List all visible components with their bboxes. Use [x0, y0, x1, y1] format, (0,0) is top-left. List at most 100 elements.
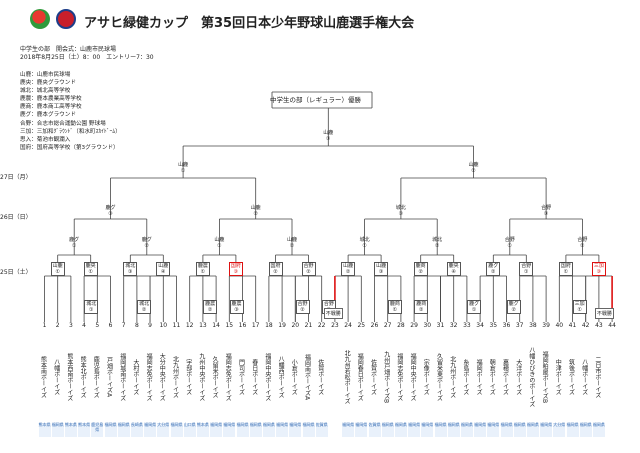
team-number: 13 — [199, 322, 207, 329]
team-name: 戸畑ボーイズA — [105, 356, 113, 398]
venue-legend-item: 思入：菊池市観瀾入 — [20, 136, 71, 143]
team-number: 23 — [331, 322, 339, 329]
venue-name: 山鹿 — [52, 263, 63, 269]
team-prefecture: 福岡県 — [381, 422, 394, 437]
venue-name: 鹿央 — [85, 263, 96, 269]
team-prefecture: 熊本県 — [78, 422, 91, 437]
team-prefecture: 鹿児島県 — [91, 422, 104, 437]
team-number: 30 — [423, 322, 432, 329]
team-number: 14 — [212, 322, 220, 329]
game-number: ② — [345, 269, 351, 275]
venue-name: 鹿グ — [488, 263, 499, 269]
team-number: 11 — [172, 322, 181, 329]
venue-legend-item: 鹿商：鹿本商工高等学校 — [20, 104, 82, 111]
team-prefecture: 福岡県 — [540, 422, 553, 437]
team-number: 4 — [82, 322, 86, 329]
team-number: 16 — [238, 322, 247, 329]
game-number: ④ — [451, 269, 456, 275]
venue-legend-item: 合野：合志市総合運動公園 野球場 — [20, 120, 106, 127]
game-number: ③ — [326, 136, 331, 142]
forfeit-tag: 不戦勝 — [594, 308, 614, 319]
game-number: ③ — [128, 269, 133, 275]
team-number: 31 — [436, 322, 445, 329]
team-number: 24 — [344, 322, 352, 329]
venue-legend-item: 三加：三加和ｸﾞﾗｳﾝﾄﾞ（和水町ｽｶｲﾄﾞｰﾑ） — [20, 128, 121, 135]
team-prefecture: 佐賀県 — [368, 422, 381, 437]
team-prefecture: 福岡県 — [342, 422, 355, 437]
team-prefecture: 福岡県 — [355, 422, 368, 437]
team-name: 大村ボーイズ — [131, 359, 139, 395]
venue-name: 山鹿 — [158, 263, 169, 269]
team-prefecture: 福岡県 — [526, 422, 539, 437]
team-name: 大洋ボーイズ — [514, 359, 522, 395]
venue-name: 山鹿 — [178, 162, 189, 168]
team-number: 28 — [397, 322, 405, 329]
team-name: 朝倉ボーイズ — [488, 359, 496, 395]
team-number: 35 — [489, 322, 498, 329]
team-prefecture: 福岡県 — [104, 422, 117, 437]
venue-name: 城北 — [432, 237, 443, 243]
venue-name: 合野 — [521, 263, 532, 269]
team-prefecture: 熊本県 — [196, 422, 209, 437]
game-number: ③ — [378, 269, 384, 275]
team-number: 9 — [148, 322, 152, 329]
team-entry: 44 — [606, 322, 618, 423]
venue-name: 山鹿 — [250, 205, 261, 211]
game-number: ③ — [108, 211, 113, 217]
division-line: 中学生の部 開会式：山鹿市民球場 — [20, 46, 117, 53]
team-name: 八幡ボーイズ — [52, 359, 60, 395]
team-prefecture: 佐賀県 — [315, 422, 328, 437]
team-prefecture: 福岡県 — [421, 422, 434, 437]
bracket-title: 中学生の部（レギュラー）優勝 — [270, 96, 361, 104]
venue-name: 三加 — [574, 301, 585, 307]
venue-name: 城北 — [359, 237, 370, 243]
team-name: 熊本北ボーイズ — [79, 356, 87, 398]
game-number: ④ — [161, 269, 166, 275]
venue-name: 山鹿 — [468, 162, 479, 168]
team-name: 久留米東ボーイズ — [435, 353, 443, 401]
forfeit-tag: 不戦勝 — [323, 308, 343, 319]
team-name: 九州中央ボーイズ — [197, 353, 205, 401]
game-number: ② — [273, 269, 278, 275]
venue-name: 城北 — [86, 301, 97, 307]
team-prefecture: 福岡県 — [566, 422, 579, 437]
game-number: ② — [207, 307, 213, 313]
team-number: 8 — [134, 322, 139, 329]
team-number: 6 — [108, 322, 113, 329]
team-number: 37 — [515, 322, 524, 329]
venue-name: 城北 — [139, 301, 150, 307]
team-prefecture: 福岡県 — [474, 422, 487, 437]
team-number: 36 — [502, 322, 511, 329]
team-prefecture: 福岡県 — [460, 422, 473, 437]
date-label-27: 27日（月） — [0, 174, 32, 181]
team-number: 27 — [383, 322, 392, 329]
team-entry: 31 久留米東ボーイズ — [435, 322, 447, 423]
team-name: 福岡ボーイズ — [475, 359, 483, 395]
